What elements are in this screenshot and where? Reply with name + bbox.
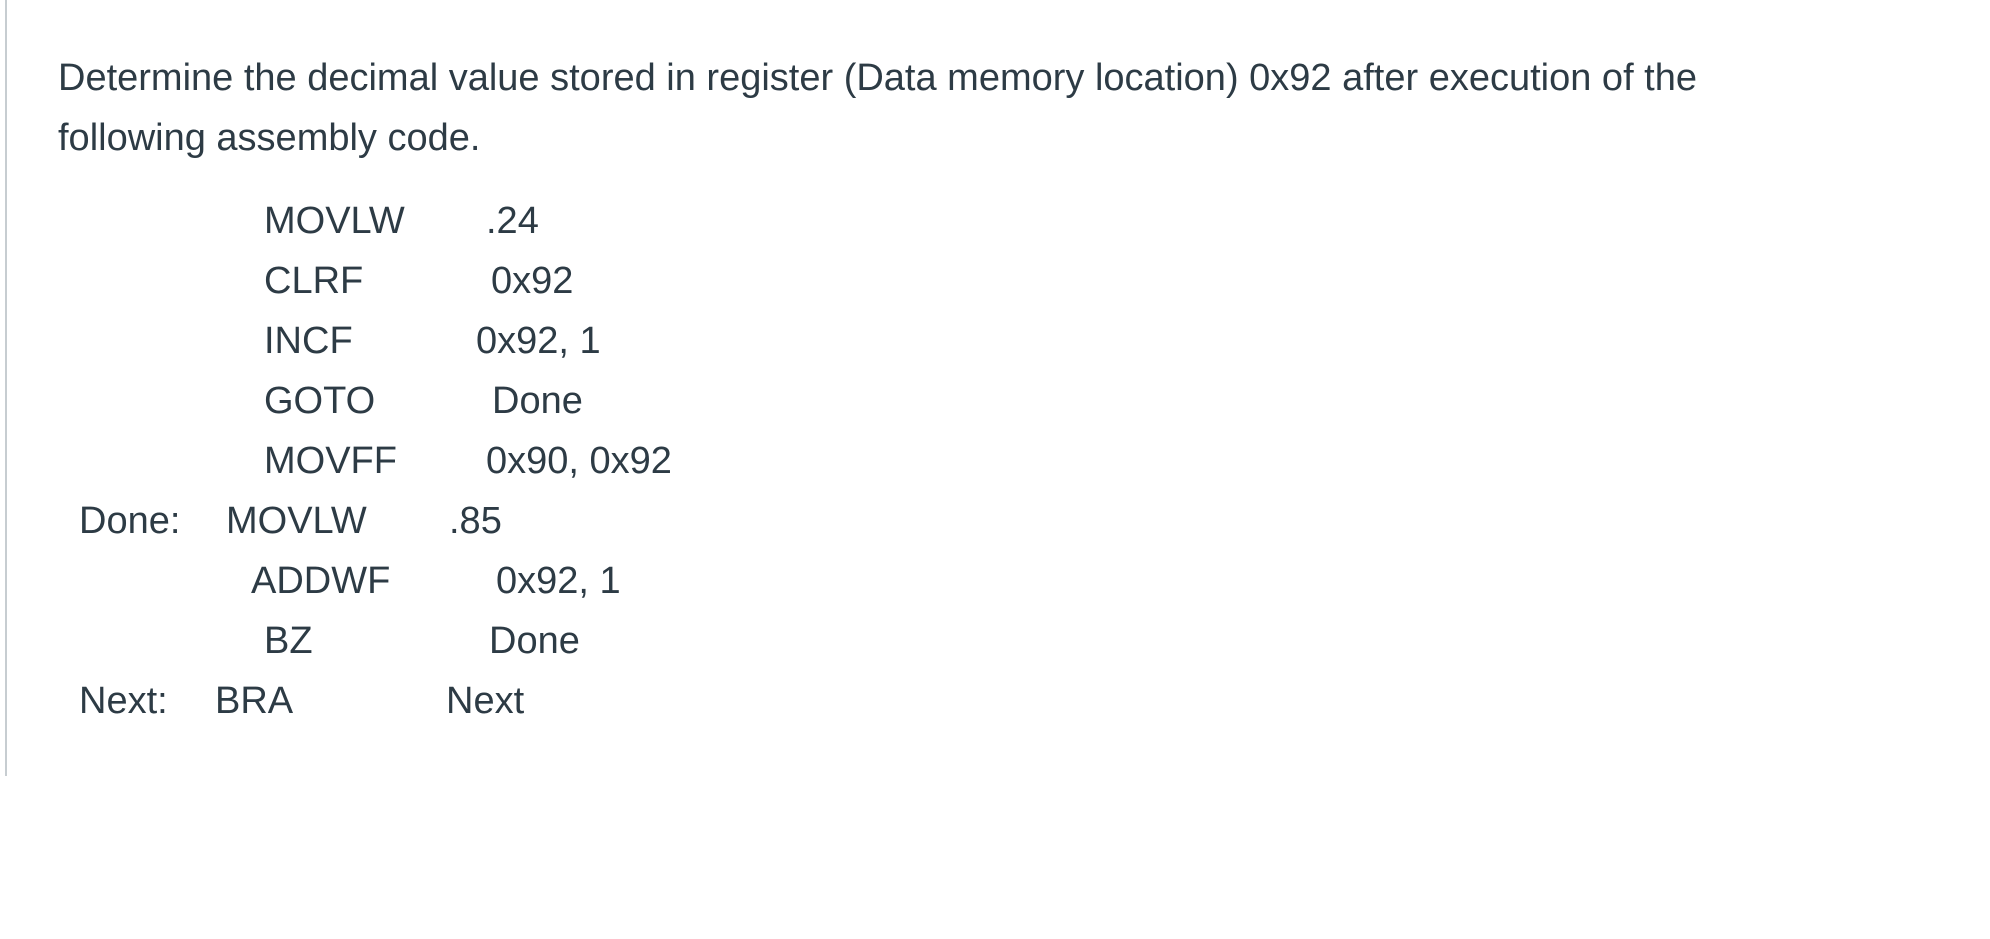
left-border-rule xyxy=(5,0,7,776)
code-opcode: BRA xyxy=(215,680,294,722)
code-operand: 0x92, 1 xyxy=(496,560,621,602)
code-opcode: MOVFF xyxy=(264,440,397,482)
code-label: Next: xyxy=(79,680,168,722)
code-label: Done: xyxy=(79,500,181,542)
code-opcode: INCF xyxy=(264,320,353,362)
code-opcode: BZ xyxy=(264,620,313,662)
assembly-code-block: MOVLW .24 CLRF 0x92 INCF 0x92, 1 GOTO Do… xyxy=(0,0,800,760)
code-opcode: MOVLW xyxy=(264,200,405,242)
code-operand: .24 xyxy=(486,200,539,242)
code-opcode: MOVLW xyxy=(226,500,367,542)
code-operand: .85 xyxy=(449,500,502,542)
code-opcode: CLRF xyxy=(264,260,364,302)
code-operand: Done xyxy=(492,380,583,422)
code-operand: 0x90, 0x92 xyxy=(486,440,672,482)
code-opcode: GOTO xyxy=(264,380,376,422)
code-operand: Done xyxy=(489,620,580,662)
code-operand: 0x92 xyxy=(491,260,574,302)
code-operand: 0x92, 1 xyxy=(476,320,601,362)
question-text: Determine the decimal value stored in re… xyxy=(58,57,1698,159)
code-opcode: ADDWF xyxy=(251,560,391,602)
code-operand: Next xyxy=(446,680,525,722)
